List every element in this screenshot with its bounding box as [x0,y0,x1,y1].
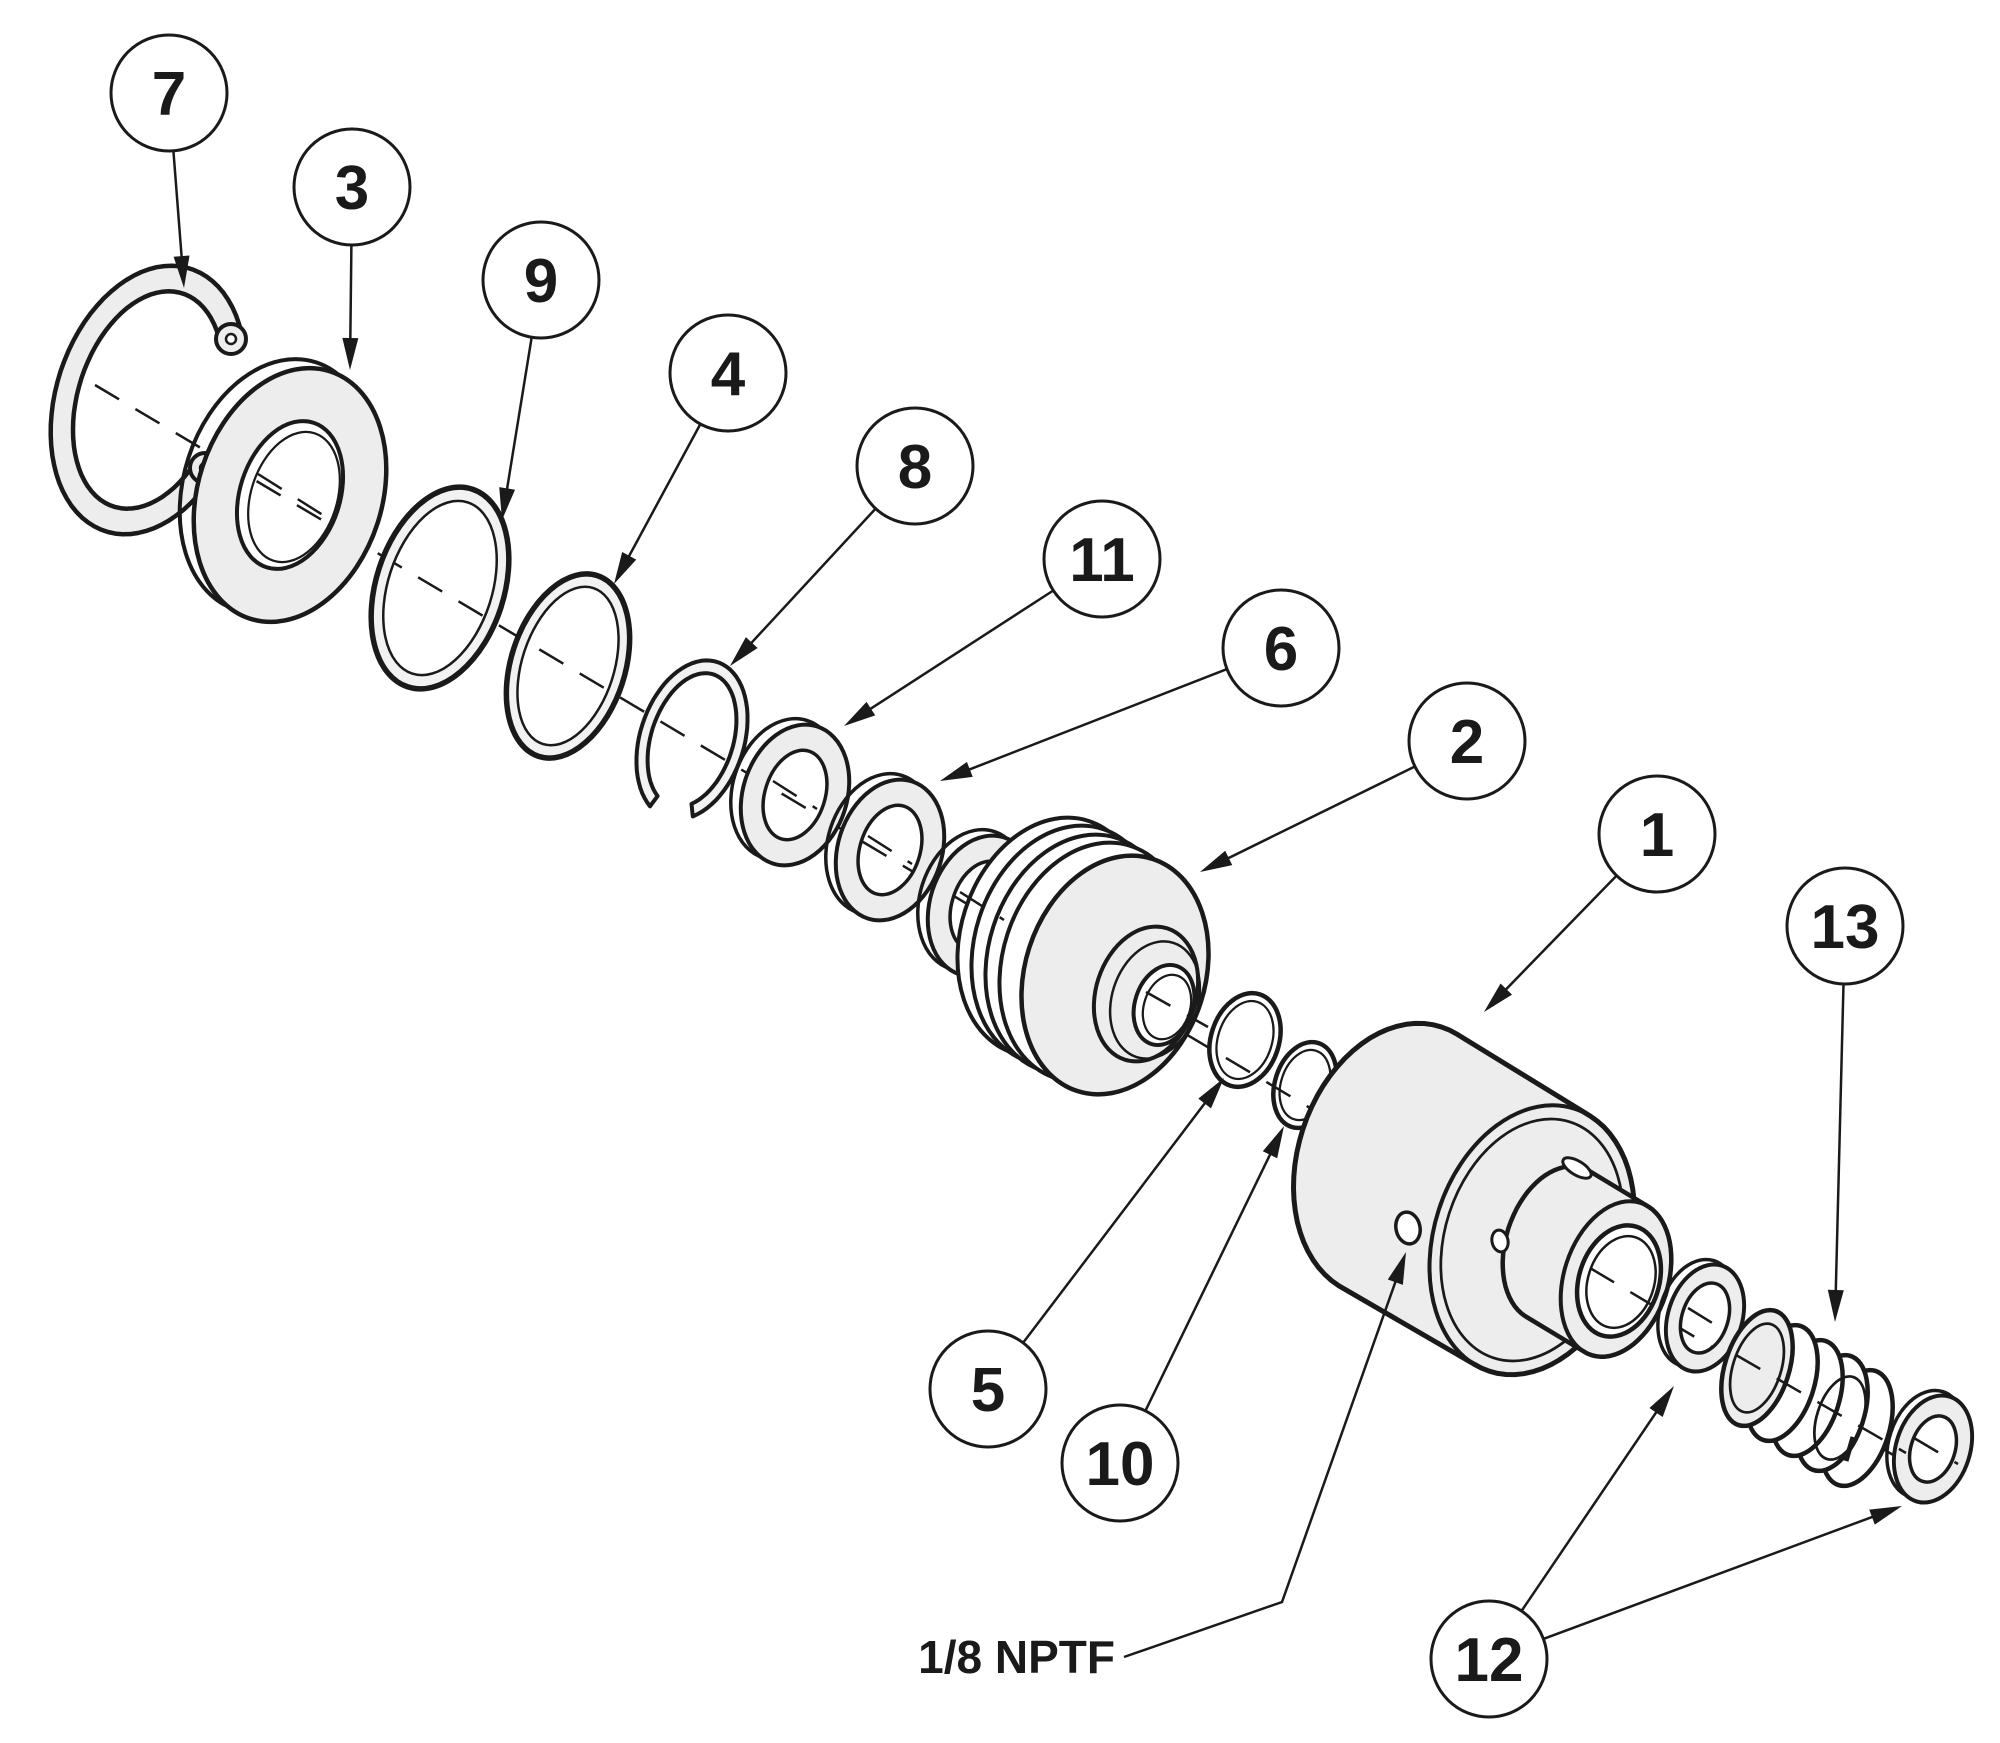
parts-layer [48,263,1975,1505]
balloon-5: 5 [928,1329,1048,1449]
balloon-number: 10 [1086,1430,1155,1499]
snap-ring-part [634,658,750,819]
leader-line [1022,1078,1224,1344]
washer-11-part [729,716,852,868]
leader-line [1542,1506,1902,1641]
balloon-8: 8 [855,406,975,526]
balloon-circle [855,406,975,526]
balloon-3: 3 [292,127,412,247]
balloon-number: 1 [1640,801,1674,870]
gland-washer-part [177,357,389,625]
washer-12b-part [1885,1388,1975,1505]
balloon-circle [668,313,788,433]
face-hole [1490,1228,1510,1254]
balloon-number: 13 [1811,893,1880,962]
spring-part [1719,1307,1895,1489]
leader-line [1520,1386,1674,1612]
leader-line [1484,874,1618,1012]
leader-line [172,150,190,288]
port-size-label: 1/8 NPTF [918,1631,1115,1683]
balloon-9: 9 [481,220,601,340]
o-ring-4-part [503,571,633,761]
retaining-ring-part [48,263,248,537]
leader-line [342,244,359,370]
balloon-number: 8 [898,433,932,502]
o-ring-9-part [368,484,512,692]
port-leader-line [1123,1252,1406,1659]
balloon-6: 6 [1221,588,1341,708]
port-hole [1394,1210,1422,1246]
balloon-number: 2 [1450,708,1484,777]
leader-line [1144,1126,1284,1412]
balloon-number: 4 [711,340,746,409]
balloon-number: 9 [524,247,558,316]
balloon-number: 12 [1455,1626,1524,1695]
balloon-2: 2 [1407,681,1527,801]
balloon-4: 4 [668,313,788,433]
text-labels-layer: 1/8 NPTF [918,1631,1115,1683]
leader-lines-layer [172,150,1902,1659]
leader-line [1200,765,1416,872]
balloon-13: 13 [1785,866,1905,986]
balloon-number: 6 [1264,615,1298,684]
balloon-circle [928,1329,1048,1449]
leader-line [844,589,1054,726]
balloon-circle [1429,1599,1549,1719]
balloon-1: 1 [1597,774,1717,894]
balloon-circle [1221,588,1341,708]
balloon-7: 7 [109,33,229,153]
balloon-number: 5 [971,1356,1005,1425]
balloon-number: 11 [1069,526,1135,595]
balloon-10: 10 [1060,1403,1180,1523]
leader-line [940,667,1228,781]
balloon-circle [1785,866,1905,986]
balloon-number: 7 [152,60,186,129]
balloon-number: 3 [335,154,369,223]
body-part [1291,1020,1674,1378]
balloon-circle [1407,681,1527,801]
hub-top-hole [1561,1156,1593,1180]
leader-line [614,423,702,584]
balloon-circle [292,127,412,247]
balloon-circle [1597,774,1717,894]
balloon-12: 12 [1429,1599,1549,1719]
leader-line [1827,983,1845,1322]
o-ring-5-part [1207,990,1283,1090]
balloon-circle [481,220,601,340]
piston-head-part [955,815,1211,1097]
balloon-circle [109,33,229,153]
leader-line [499,336,533,520]
balloon-circle [1042,499,1162,619]
balloon-11: 11 [1042,499,1162,619]
centerline-overlay-layer [257,472,1959,1466]
washer-6-part [824,771,947,923]
balloon-circle [1060,1403,1180,1523]
leader-line [730,507,877,666]
